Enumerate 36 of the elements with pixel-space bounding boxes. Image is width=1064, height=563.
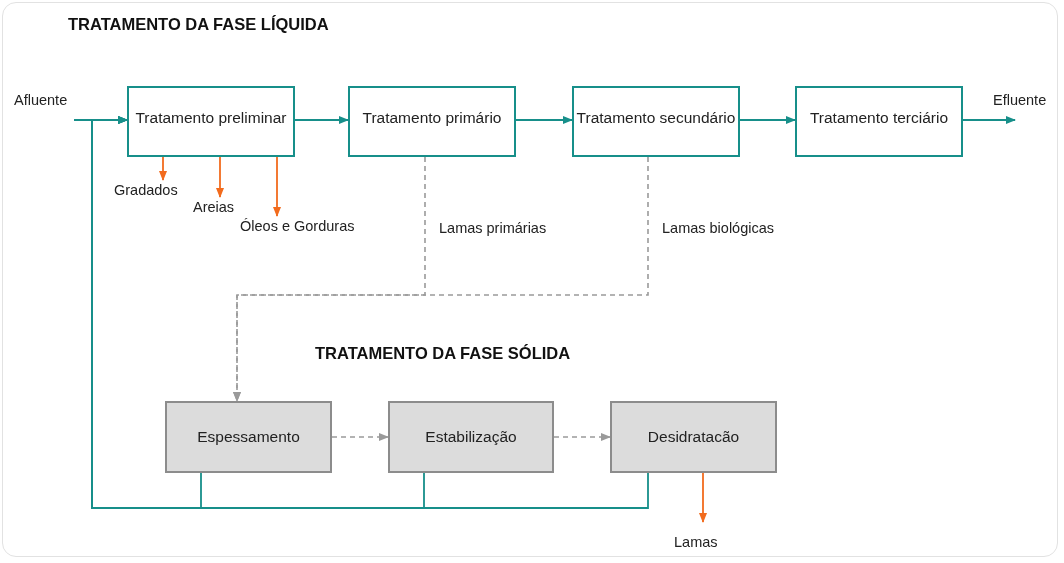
box-label: Tratamento preliminar [135, 108, 287, 129]
process-box [795, 86, 963, 157]
flow-label: Efluente [993, 92, 1047, 110]
section-heading: TRATAMENTO DA FASE SÓLIDA [315, 344, 571, 363]
box-label: Tratamento primário [362, 108, 502, 129]
arrow [294, 116, 349, 124]
flow-label: Gradados [114, 182, 178, 200]
arrow [233, 156, 649, 402]
flow-label: Afluente [14, 92, 68, 110]
arrow [962, 116, 1016, 124]
box-label: Espessamento [197, 426, 300, 447]
box-label: Tratamento secundário [576, 108, 736, 129]
box-label: Estabilização [425, 426, 517, 447]
flow-label: Óleos e Gorduras [240, 218, 355, 236]
section-heading: TRATAMENTO DA FASE LÍQUIDA [68, 15, 329, 34]
arrow [331, 433, 389, 441]
process-box [348, 86, 516, 157]
process-box [388, 401, 554, 473]
process-box [127, 86, 295, 157]
edge-label: Lamas primárias [437, 220, 549, 236]
flow-label: Areias [193, 199, 235, 217]
arrow [159, 156, 167, 181]
arrow [515, 116, 573, 124]
process-box [572, 86, 740, 157]
arrow [216, 156, 224, 198]
process-box [610, 401, 777, 473]
flow-label: Lamas [674, 534, 718, 552]
arrow [553, 433, 611, 441]
box-label: Tratamento terciário [809, 108, 949, 129]
arrow [273, 156, 281, 217]
arrow [739, 116, 796, 124]
process-box [165, 401, 332, 473]
box-label: Desidratacão [647, 426, 740, 447]
arrow [91, 116, 649, 509]
arrow [699, 472, 707, 523]
edge-label: Lamas biológicas [660, 220, 777, 236]
